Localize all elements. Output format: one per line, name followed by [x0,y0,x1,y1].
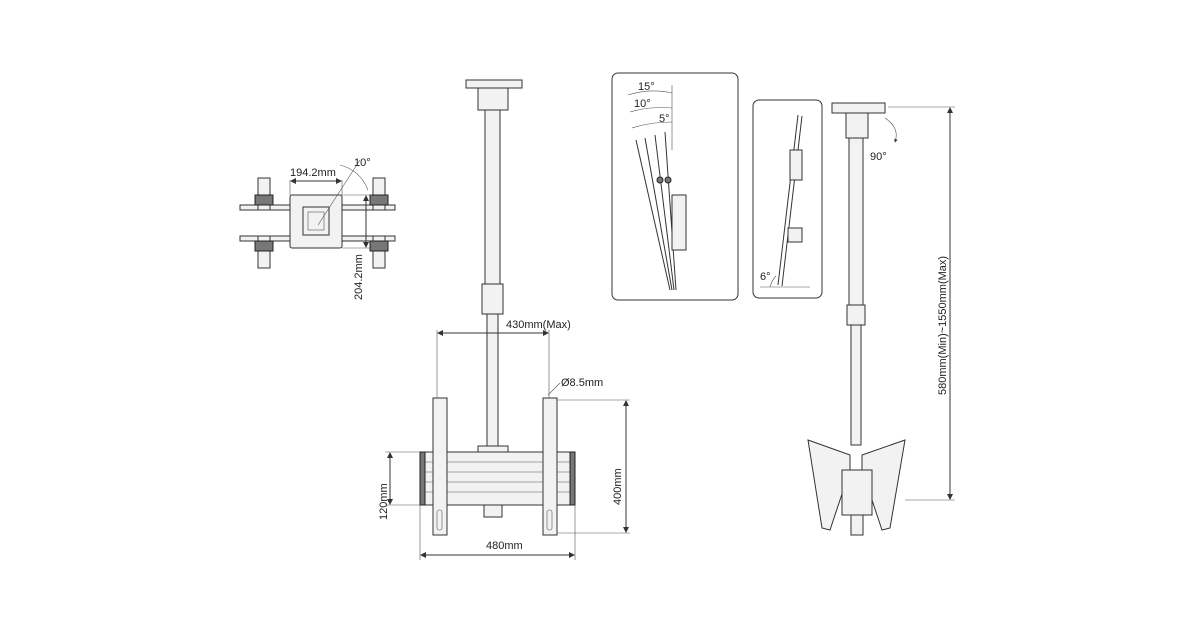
rotation-label: 90° [870,151,887,163]
upright-right [542,397,558,536]
tilt-10-label: 10° [634,98,651,110]
height-range-label: 580mm(Min)~1550mm(Max) [937,256,949,395]
top-angle-label: 10° [354,157,371,169]
front-view: 430mm(Max) Ø8.5mm 120mm 400mm 480mm [378,79,630,560]
hole-diameter-label: Ø8.5mm [561,377,603,389]
upright-left [432,397,448,536]
top-width-label: 194.2mm [290,167,336,179]
bottom-width-label: 480mm [486,540,523,552]
right-height-label: 400mm [612,468,624,505]
tilt-15-label: 15° [638,81,655,93]
top-bracket-left [254,177,274,269]
top-bracket-right [369,177,389,269]
side-tilt-angle-label: 6° [760,271,771,283]
front-max-width-label: 430mm(Max) [506,319,571,331]
tilt-5-label: 5° [659,113,670,125]
tilt-detail-panel: 15° 10° 5° [611,72,739,301]
side-tilt-panel: 6° [752,99,823,299]
top-height-label: 204.2mm [353,254,365,300]
side-view: 90° 580mm(Min)~1550mm(Max) [807,102,955,536]
left-height-label: 120mm [378,483,390,520]
top-view: 194.2mm 10° 204.2mm [239,157,396,300]
